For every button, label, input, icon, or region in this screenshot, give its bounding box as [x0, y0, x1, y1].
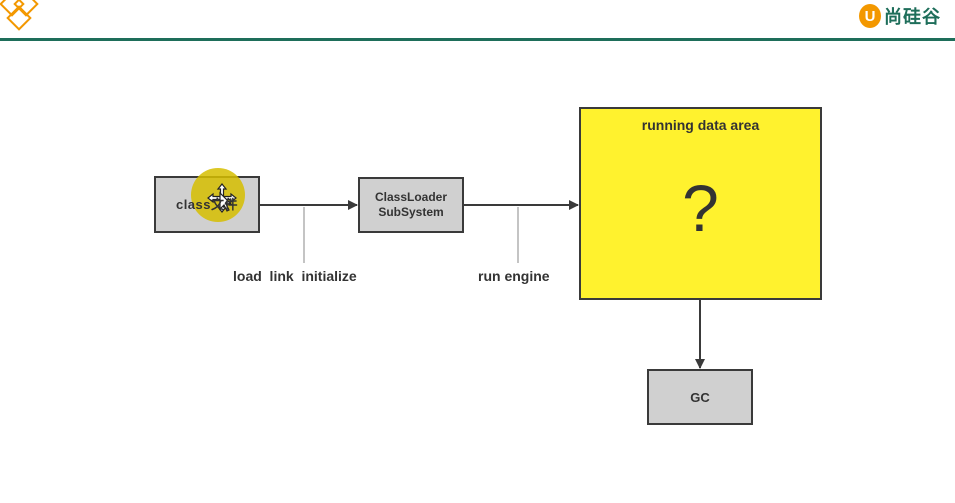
classloader-subsystem-box: ClassLoader SubSystem [358, 177, 464, 233]
classloader-label: ClassLoader [374, 190, 448, 204]
cursor-highlight [191, 168, 245, 222]
question-mark: ? [682, 171, 719, 245]
brand-mark-icon: U [859, 4, 881, 28]
running-data-area-title: running data area [641, 117, 760, 133]
slide-header: U 尚硅谷 [0, 0, 955, 41]
class-file-label: class文件 [175, 197, 239, 212]
brand-logo: U 尚硅谷 [859, 3, 941, 29]
brand-text: 尚硅谷 [884, 7, 941, 28]
run-engine-label: run engine [478, 268, 550, 284]
gc-label: GC [690, 389, 710, 405]
subsystem-label: SubSystem [378, 205, 444, 219]
running-data-area: running data area ? [579, 107, 822, 300]
load-link-initialize-label: load link initialize [233, 268, 357, 284]
gc-box: GC [647, 369, 753, 425]
diamond-logo-icon [0, 0, 39, 31]
move-cursor-icon [207, 183, 237, 213]
